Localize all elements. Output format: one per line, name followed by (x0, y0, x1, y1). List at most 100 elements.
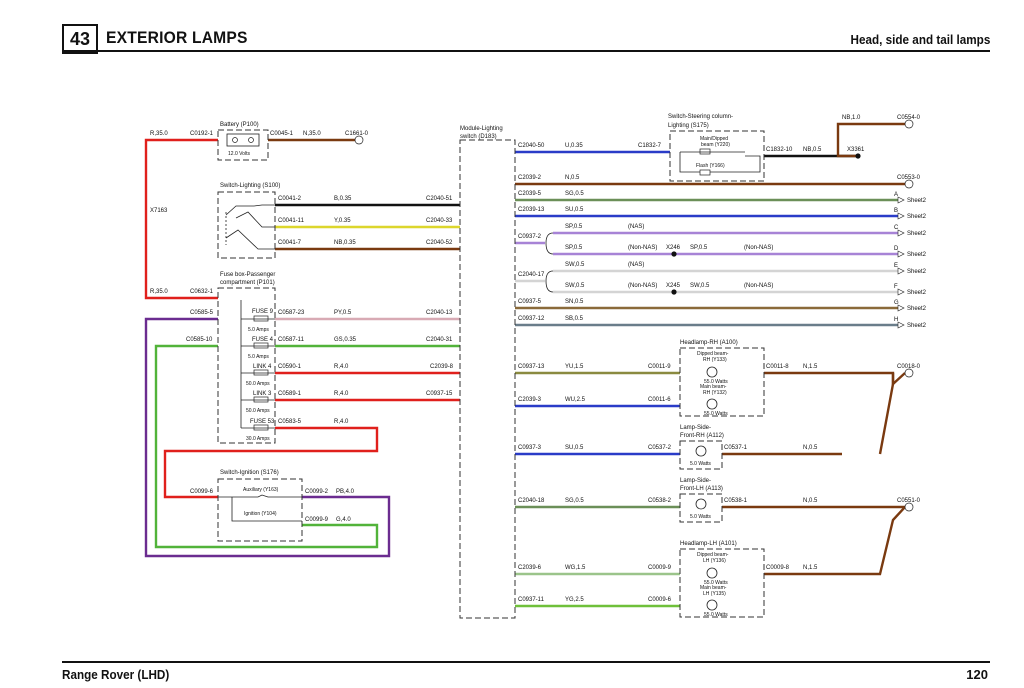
link-4-symbol (253, 369, 269, 376)
label-pin-a: A (894, 192, 898, 198)
main-lh-watts: 55.0 Watts (704, 612, 728, 618)
label-c0937-13: C0937-13 (518, 364, 545, 370)
label-sheet2-c: Sheet2 (907, 231, 927, 237)
link-4-rating: 50.0 Amps (246, 381, 270, 387)
sheet-arrow-g-icon (897, 304, 905, 312)
label-c0589: C0589-1 (278, 391, 302, 397)
label-sw05a: SW,0.5 (565, 262, 585, 268)
label-pin-e: E (894, 263, 898, 269)
battery-terminal-neg (232, 137, 238, 143)
label-c0585-10: C0585-10 (186, 337, 213, 343)
side-lh-label-2: Front-LH (A113) (680, 486, 723, 492)
label-pin-f: F (894, 284, 898, 290)
label-wg15: WG,1.5 (565, 565, 586, 571)
sheet-arrow-h-icon (897, 321, 905, 329)
label-b035: B,0.35 (334, 196, 352, 202)
label-c2039-8: C2039-8 (430, 364, 454, 370)
label-n350: N,35.0 (303, 131, 321, 137)
label-c2039-13: C2039-13 (518, 207, 545, 213)
label-nonnas4: (Non-NAS) (744, 283, 773, 289)
label-nas1: (NAS) (628, 224, 644, 230)
label-nb05a: NB,0.5 (803, 147, 822, 153)
label-n15a: N,1.5 (803, 364, 818, 370)
label-c0554: C0554-0 (897, 115, 921, 121)
headlamp-rh-box (679, 347, 765, 417)
fusebox-label-1: Fuse box-Passenger (220, 272, 275, 278)
label-c0009-6: C0009-6 (648, 597, 672, 603)
label-c0099-6: C0099-6 (190, 489, 214, 495)
label-n05c: N,0.5 (803, 498, 818, 504)
connector-labels: R,35.0 C0192-1 C0045-1 N,35.0 C1661-0 X7… (150, 115, 927, 603)
label-sw05c: SW,0.5 (690, 283, 710, 289)
switch-lighting-contact-2 (235, 211, 275, 228)
label-pb40: PB,4.0 (336, 489, 355, 495)
aux-contact (218, 494, 302, 498)
wire-nb10 (836, 122, 905, 158)
label-sheet2-d: Sheet2 (907, 252, 927, 258)
steering-switch-box (669, 130, 765, 182)
page-title: EXTERIOR LAMPS (106, 28, 248, 47)
sheet-arrow-e-icon (897, 267, 905, 275)
main-lh-label-1: Main beam- (700, 585, 727, 591)
sheet-arrow-b-icon (897, 212, 905, 220)
ground-c0554-icon (904, 119, 914, 129)
label-n05: N,0.5 (565, 175, 580, 181)
sheet-arrow-f-icon (897, 288, 905, 296)
headlamp-lh-label: Headlamp-LH (A101) (680, 541, 737, 547)
side-rh-bulb (695, 445, 707, 457)
wire-n15-b (764, 506, 906, 576)
side-rh-label-1: Lamp-Side- (680, 425, 711, 431)
label-c0590: C0590-1 (278, 364, 302, 370)
link-3-rating: 50.0 Amps (246, 408, 270, 414)
dipped-lh-bulb (706, 567, 718, 579)
label-c0538-1: C0538-1 (724, 498, 748, 504)
label-g40: G,4.0 (336, 517, 351, 523)
ground-c0018-icon (904, 368, 914, 378)
module-lighting-label-1: Module-Lighting (460, 126, 503, 132)
label-x3361: X3361 (847, 147, 865, 153)
label-su05a: SU,0.5 (565, 207, 584, 213)
main-rh-watts: 55.0 Watts (704, 411, 728, 417)
label-c0009-9: C0009-9 (648, 565, 672, 571)
label-c0937-12: C0937-12 (518, 316, 545, 322)
components: Battery (P100) 12.0 Volts Switch-Lightin… (217, 114, 765, 619)
ground-c0553-icon (904, 179, 914, 189)
label-c0538-2: C0538-2 (648, 498, 672, 504)
label-c2040-18: C2040-18 (518, 498, 545, 504)
label-x246: X246 (666, 245, 681, 251)
module-lighting-label-2: switch (D183) (460, 134, 497, 140)
label-sheet2-h: Sheet2 (907, 323, 927, 329)
side-lh-watts: 5.0 Watts (690, 514, 711, 520)
label-sp05c: SP,0.5 (690, 245, 708, 251)
fuse-53-label: FUSE 53 (250, 419, 275, 425)
label-nb10: NB,1.0 (842, 115, 861, 121)
header-rule (62, 50, 990, 52)
module-lighting-box (459, 139, 516, 619)
battery-cell (226, 133, 260, 147)
fusebox-box (217, 287, 276, 444)
label-c2040-17: C2040-17 (518, 272, 545, 278)
label-c0041-2: C0041-2 (278, 196, 302, 202)
label-c2039-3: C2039-3 (518, 397, 542, 403)
label-c0937-11: C0937-11 (518, 597, 545, 603)
label-c0041-11: C0041-11 (278, 218, 305, 224)
switch-lighting-contact-3 (225, 229, 275, 250)
wire-r40-c (163, 426, 379, 499)
label-c0099-2: C0099-2 (305, 489, 329, 495)
fuse-4-symbol (253, 342, 269, 349)
main-dipped-element (699, 148, 711, 155)
main-dipped-label-1: Main/Dipped (700, 136, 728, 142)
label-nas2: (NAS) (628, 262, 644, 268)
label-c0045: C0045-1 (270, 131, 294, 137)
label-c0041-7: C0041-7 (278, 240, 302, 246)
label-c0937-5: C0937-5 (518, 299, 542, 305)
side-lh-label-1: Lamp-Side- (680, 478, 711, 484)
steering-switch-internal (679, 152, 761, 173)
label-yg25: YG,2.5 (565, 597, 584, 603)
label-c0587-11: C0587-11 (278, 337, 305, 343)
side-rh-label-2: Front-RH (A112) (680, 433, 724, 439)
label-c1832-10: C1832-10 (766, 147, 793, 153)
fuse-53-rating: 30.0 Amps (246, 436, 270, 442)
fuse-4-rating: 5.0 Amps (248, 354, 269, 360)
wire-purple-loop (144, 317, 391, 558)
